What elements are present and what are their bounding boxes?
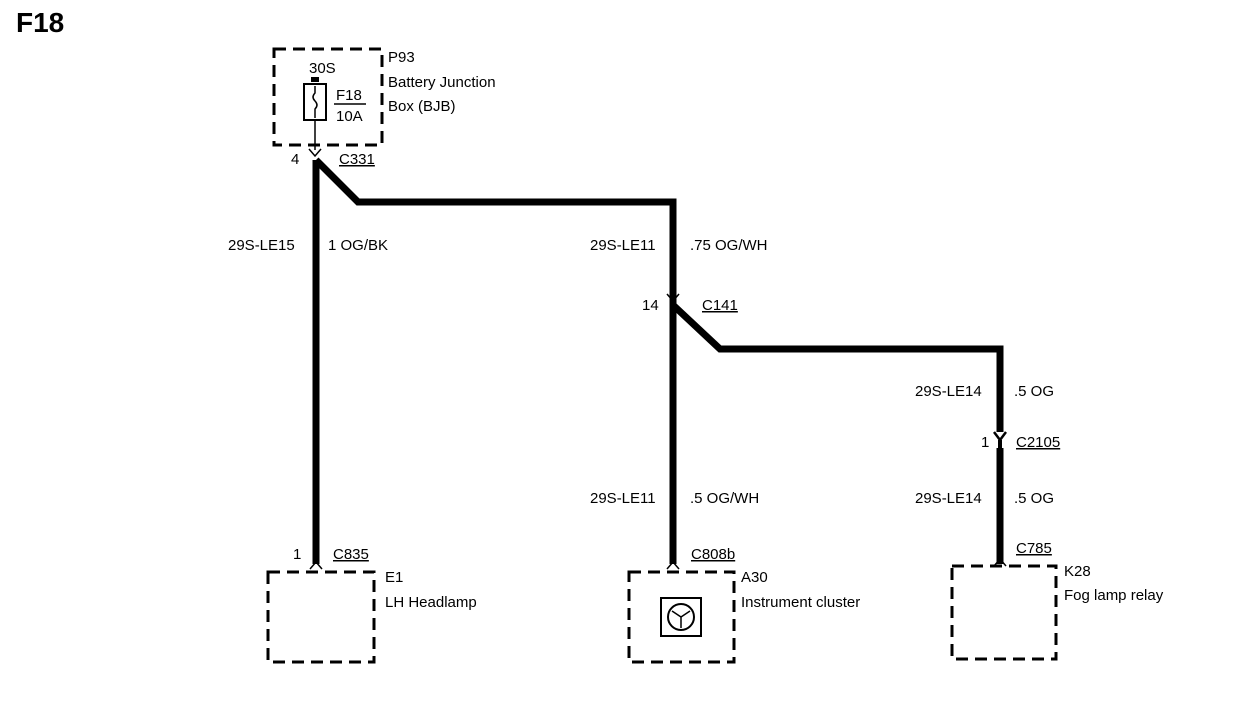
bjb-name-line1: Battery Junction xyxy=(388,74,496,91)
connector-c141: 14 C141 xyxy=(642,293,738,314)
cluster-ref: A30 xyxy=(741,569,768,586)
headlamp-connector: C835 xyxy=(333,546,369,563)
headlamp-ref: E1 xyxy=(385,569,403,586)
c141-pin: 14 xyxy=(642,297,659,314)
component-headlamp: 1 C835 E1 LH Headlamp xyxy=(266,546,477,664)
wire-cluster-upper-gauge: .75 OG/WH xyxy=(690,237,768,254)
page-title: F18 xyxy=(16,7,64,38)
connector-c331-icon xyxy=(308,148,322,158)
relay-outline xyxy=(950,564,1058,661)
connector-c808b-icon xyxy=(666,560,680,570)
fuse-element-icon xyxy=(312,86,318,118)
bjb-connector: C331 xyxy=(339,151,375,168)
component-fog-lamp-relay: C785 K28 Fog lamp relay xyxy=(950,540,1164,661)
wire-relay-upper-circuit: 29S-LE14 xyxy=(915,383,982,400)
component-instrument-cluster: C808b A30 Instrument cluster xyxy=(627,546,860,664)
headlamp-outline xyxy=(266,570,376,664)
cluster-name: Instrument cluster xyxy=(741,594,860,611)
cluster-connector: C808b xyxy=(691,546,735,563)
bjb-name-line2: Box (BJB) xyxy=(388,98,456,115)
wire-relay-lower-circuit: 29S-LE14 xyxy=(915,490,982,507)
c141-label: C141 xyxy=(702,297,738,314)
wire-fog-relay xyxy=(670,302,1004,564)
wire-cluster-upper-circuit: 29S-LE11 xyxy=(590,237,656,254)
cluster-outline xyxy=(627,570,736,664)
bjb-circuit-label: 30S xyxy=(309,60,336,77)
fuse-terminal xyxy=(311,77,319,82)
bjb-ref: P93 xyxy=(388,49,415,66)
c2105-label: C2105 xyxy=(1016,434,1060,451)
relay-connector: C785 xyxy=(1016,540,1052,557)
headlamp-pin: 1 xyxy=(293,546,301,563)
relay-ref: K28 xyxy=(1064,563,1091,580)
connector-c785-icon xyxy=(993,557,1007,567)
battery-junction-box: 30S F18 10A P93 Battery Junction Box (BJ… xyxy=(272,47,496,168)
wire-headlamp-gauge: 1 OG/BK xyxy=(328,237,388,254)
wire-headlamp-circuit: 29S-LE15 xyxy=(228,237,295,254)
wire-cluster xyxy=(313,157,677,564)
c2105-pin: 1 xyxy=(981,434,989,451)
connector-c835-icon xyxy=(309,560,323,570)
connector-c2105: 1 C2105 xyxy=(981,431,1060,451)
headlamp-name: LH Headlamp xyxy=(385,594,477,611)
cluster-symbol-frame xyxy=(660,597,702,637)
wire-cluster-lower-circuit: 29S-LE11 xyxy=(590,490,656,507)
relay-name: Fog lamp relay xyxy=(1064,587,1164,604)
bjb-outline xyxy=(272,47,384,147)
connector-c141-icon xyxy=(666,293,680,303)
bjb-pin: 4 xyxy=(291,151,299,168)
wire-relay-lower-gauge: .5 OG xyxy=(1014,490,1054,507)
fuse-id: F18 xyxy=(336,87,362,104)
wire-relay-upper-gauge: .5 OG xyxy=(1014,383,1054,400)
fuse-rating: 10A xyxy=(336,108,363,125)
gauge-icon xyxy=(667,603,695,631)
gauge-needle-icon xyxy=(671,610,691,628)
wire-cluster-lower-gauge: .5 OG/WH xyxy=(690,490,759,507)
